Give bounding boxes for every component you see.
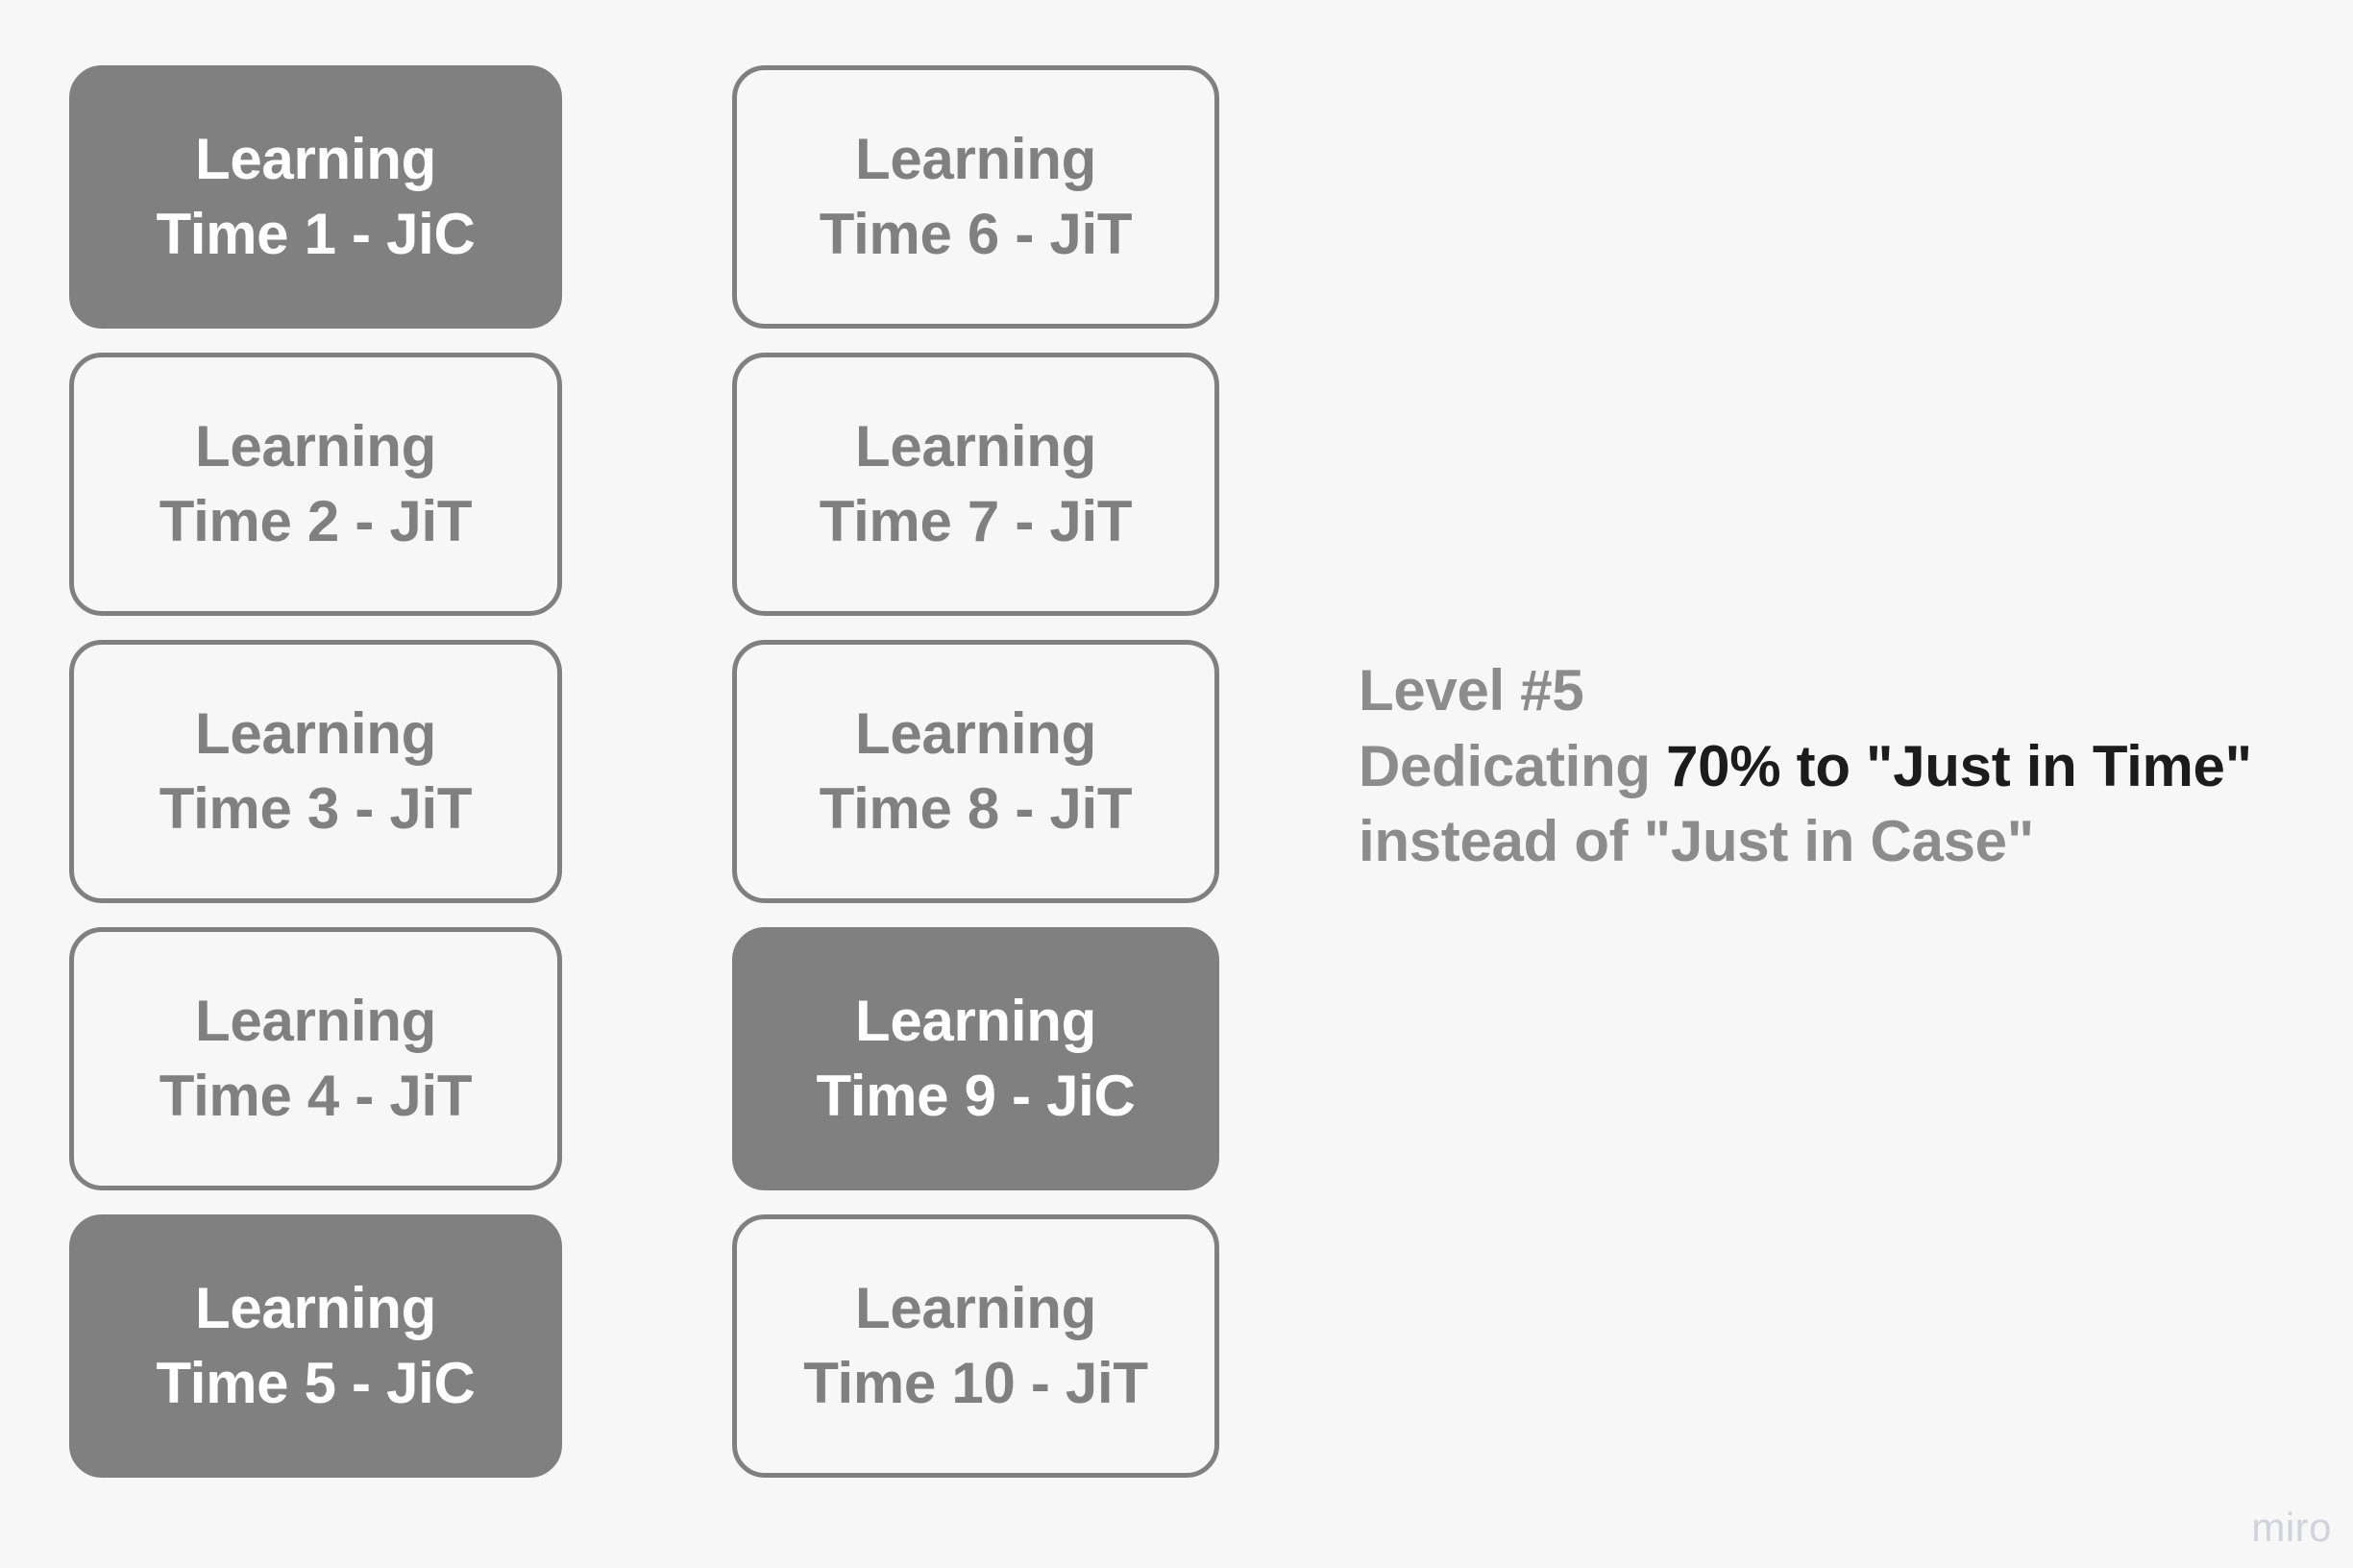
card-line-2: Time 7 - JiT (819, 489, 1133, 553)
card-line-2: Time 6 - JiT (819, 202, 1133, 266)
card-line-1: Learning (195, 989, 436, 1053)
card-line-1: Learning (855, 1276, 1096, 1340)
card-line-2: Time 4 - JiT (159, 1064, 473, 1128)
annotation-line-instead: instead of "Just in Case" (1359, 809, 2034, 874)
card-line-1: Learning (855, 701, 1096, 766)
card-line-2: Time 1 - JiC (156, 202, 476, 266)
annotation-prefix: Dedicating (1359, 733, 1667, 798)
annotation-text-block: Level #5 Dedicating 70% to "Just in Time… (1359, 653, 2319, 880)
card-line-2: Time 9 - JiC (816, 1064, 1136, 1128)
card-line-1: Learning (195, 414, 436, 478)
card-line-2: Time 2 - JiT (159, 489, 473, 553)
annotation-line-dedicating: Dedicating 70% to "Just in Time" (1359, 729, 2319, 805)
card-line-1: Learning (855, 989, 1096, 1053)
annotation-line-level: Level #5 (1359, 658, 1584, 723)
card-line-2: Time 5 - JiC (156, 1351, 476, 1415)
annotation-emphasis: 70% to "Just in Time" (1666, 733, 2252, 798)
card-line-1: Learning (195, 701, 436, 766)
card-line-2: Time 10 - JiT (803, 1351, 1148, 1415)
card-line-2: Time 8 - JiT (819, 776, 1133, 841)
card-line-2: Time 3 - JiT (159, 776, 473, 841)
miro-watermark: miro (2251, 1505, 2332, 1550)
card-line-1: Learning (195, 127, 436, 191)
card-line-1: Learning (855, 127, 1096, 191)
card-line-1: Learning (195, 1276, 436, 1340)
card-line-1: Learning (855, 414, 1096, 478)
